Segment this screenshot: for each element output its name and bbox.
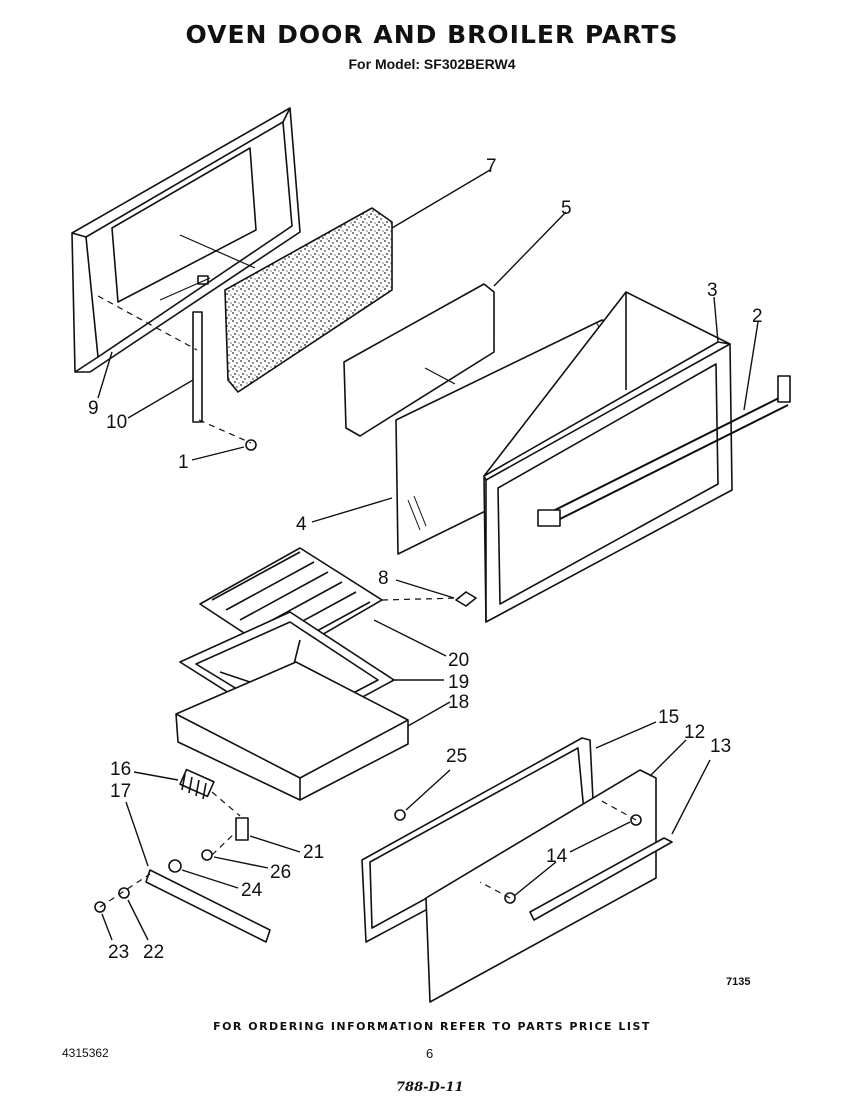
callout-8: 8 xyxy=(378,568,389,589)
leader-4 xyxy=(311,497,393,523)
broiler-bracket xyxy=(235,817,249,841)
figure-code: 7135 xyxy=(726,976,751,988)
callout-15: 15 xyxy=(658,707,679,728)
document-number: 4315362 xyxy=(62,1046,109,1060)
leader-3 xyxy=(713,296,719,343)
leader-17 xyxy=(125,801,149,867)
broiler-door-frame xyxy=(361,737,595,943)
leader-9 xyxy=(97,351,113,399)
callout-17: 17 xyxy=(110,781,131,802)
leader-22 xyxy=(127,899,149,941)
door-insulation xyxy=(224,207,393,393)
callout-9: 9 xyxy=(88,398,99,419)
leader-21 xyxy=(249,835,301,853)
leader-1 xyxy=(191,446,245,461)
door-handle xyxy=(537,375,791,527)
door-screw xyxy=(245,439,257,451)
callout-20: 20 xyxy=(448,650,469,671)
callout-12: 12 xyxy=(684,722,705,743)
broiler-door xyxy=(425,769,657,1003)
leader-14a xyxy=(569,821,631,853)
handwritten-note: 788-D-11 xyxy=(396,1080,464,1095)
callout-24: 24 xyxy=(241,880,263,901)
callout-14: 14 xyxy=(546,846,568,867)
callout-1: 1 xyxy=(178,452,189,473)
broiler-rail xyxy=(145,869,271,943)
hinge-clip xyxy=(455,591,477,607)
leader-14b xyxy=(513,861,557,897)
model-subtitle: For Model: SF302BERW4 xyxy=(348,56,516,72)
callout-16: 16 xyxy=(110,759,131,780)
washer-22 xyxy=(118,887,130,899)
callout-25: 25 xyxy=(446,746,467,767)
leader-20 xyxy=(373,619,447,657)
inner-door-glass xyxy=(343,283,495,437)
callout-26: 26 xyxy=(270,862,291,883)
leader-7 xyxy=(391,169,491,229)
screw-26 xyxy=(201,849,213,861)
leader-5 xyxy=(493,211,567,287)
callout-3: 3 xyxy=(707,280,718,301)
broiler-pan xyxy=(175,661,409,801)
callout-13: 13 xyxy=(710,736,731,757)
leader-25 xyxy=(405,769,451,811)
leader-13 xyxy=(671,759,711,835)
leader-24 xyxy=(181,869,239,889)
leader-16 xyxy=(133,771,179,781)
leader-12 xyxy=(649,739,687,777)
callout-18: 18 xyxy=(448,692,469,713)
leader-18 xyxy=(407,701,451,727)
outer-oven-door xyxy=(483,291,733,623)
page-number: 6 xyxy=(426,1046,434,1061)
door-side-channel xyxy=(192,311,203,423)
nut-24 xyxy=(168,859,182,873)
callout-19: 19 xyxy=(448,672,469,693)
callout-7: 7 xyxy=(486,156,497,177)
callout-5: 5 xyxy=(561,198,572,219)
pin-25 xyxy=(394,809,406,821)
callout-10: 10 xyxy=(106,412,127,433)
broiler-spring xyxy=(179,768,215,800)
broiler-door-trim xyxy=(529,837,673,921)
callout-21: 21 xyxy=(303,842,324,863)
leader-26 xyxy=(213,856,269,869)
leader-23 xyxy=(101,913,113,941)
inner-door-panel xyxy=(71,107,301,373)
callout-23: 23 xyxy=(108,942,129,963)
ordering-note: FOR ORDERING INFORMATION REFER TO PARTS … xyxy=(213,1020,651,1033)
leader-2 xyxy=(743,321,759,411)
callout-4: 4 xyxy=(296,514,307,535)
callout-2: 2 xyxy=(752,306,763,327)
page-title: OVEN DOOR AND BROILER PARTS xyxy=(185,20,679,49)
leader-15 xyxy=(595,721,657,749)
leader-8 xyxy=(395,579,455,599)
leader-10 xyxy=(127,379,194,419)
callout-22: 22 xyxy=(143,942,164,963)
